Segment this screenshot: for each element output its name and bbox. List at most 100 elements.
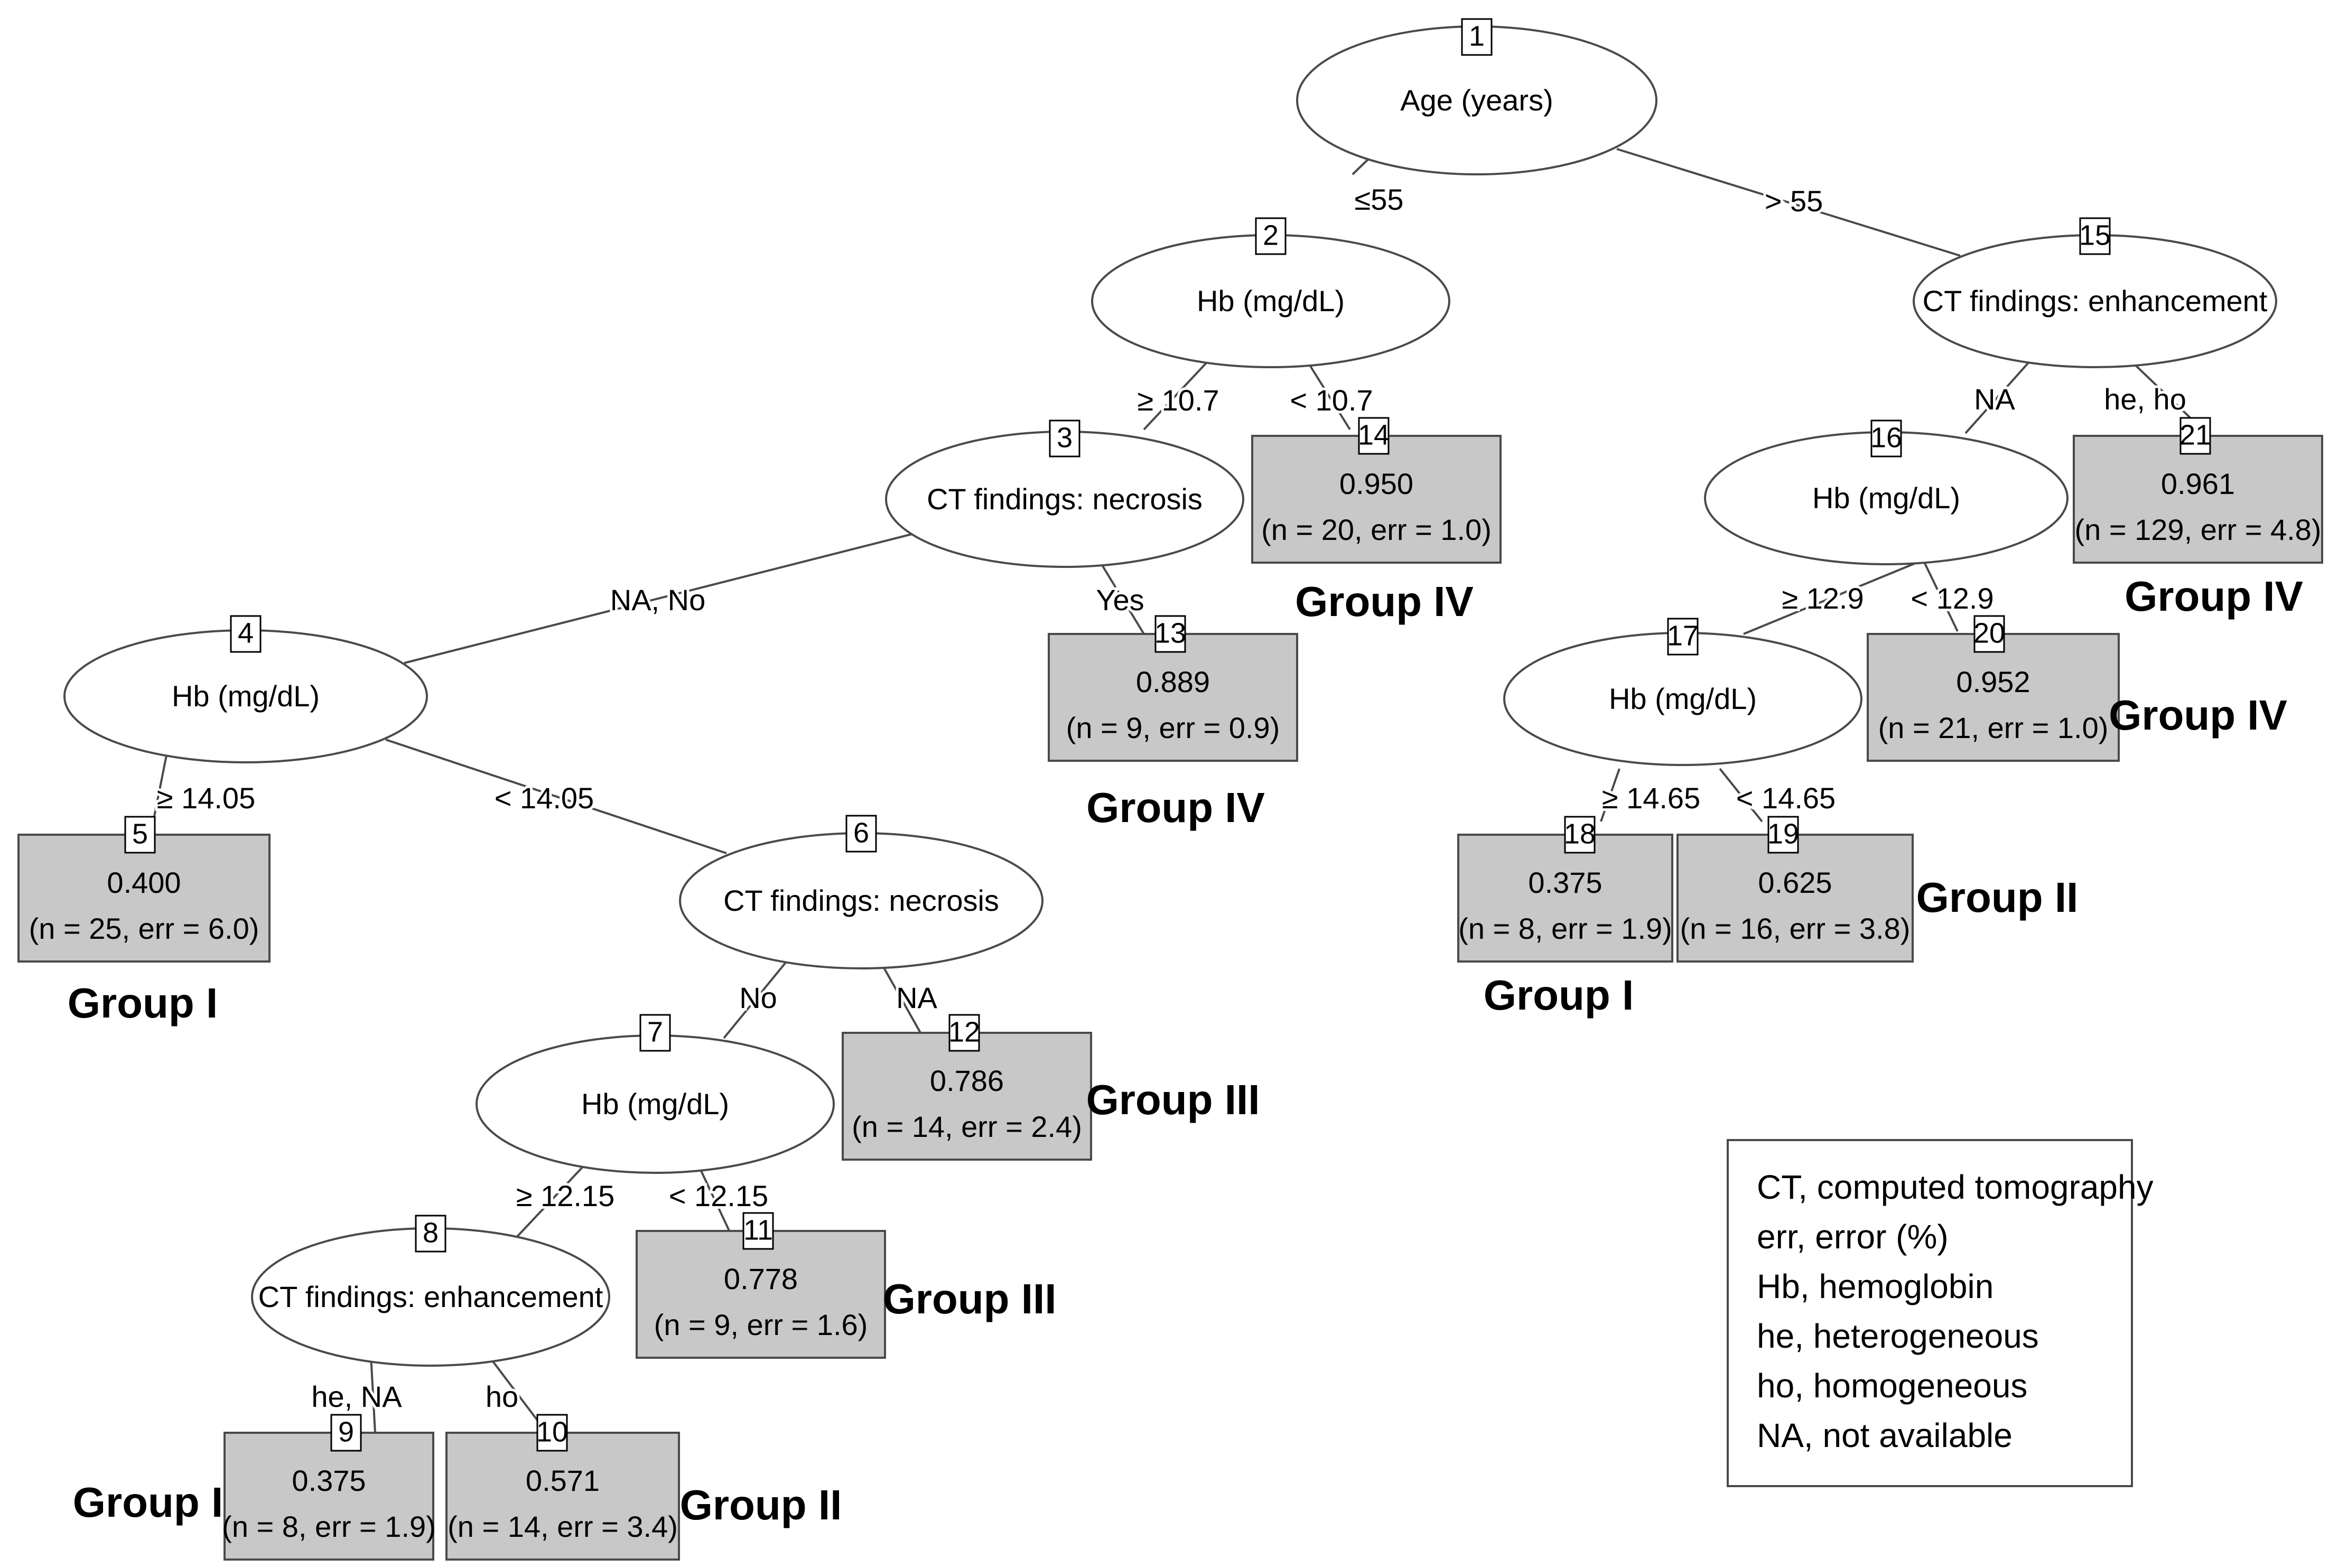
- edge-label-e8-9: he, NA: [311, 1380, 402, 1413]
- leaf-stats: (n = 9, err = 1.6): [654, 1308, 868, 1341]
- group-label: Group III: [1086, 1076, 1260, 1123]
- edge-labels: ≤55 > 55 ≥ 10.7 < 10.7NA, No Yes ≥ 14.05 < 14.…: [154, 180, 2189, 1416]
- edge-line: [385, 739, 727, 854]
- node-id-badge-text: 3: [1057, 422, 1073, 453]
- leaf-value: 0.786: [930, 1064, 1004, 1097]
- edge-label-e6-7: No: [739, 981, 777, 1014]
- edge-line: [1922, 559, 1959, 632]
- edge-label-e2-14: < 10.7: [1290, 384, 1373, 417]
- edge-label-e3-13: Yes: [1096, 583, 1144, 617]
- leaf-value: 0.571: [526, 1464, 600, 1497]
- node-id-badge-text: 2: [1263, 219, 1279, 251]
- node-id-badge: 7: [639, 1014, 671, 1052]
- node-id-badge-text: 16: [1870, 422, 1902, 453]
- node-id-badge: 3: [1049, 419, 1080, 458]
- leaf-id-badge: 19: [1767, 816, 1799, 854]
- node-id-badge-text: 1: [1469, 20, 1485, 52]
- leaf-stats: (n = 14, err = 2.4): [852, 1110, 1082, 1143]
- leaf-value: 0.889: [1136, 665, 1210, 698]
- node-id-badge: 16: [1870, 419, 1902, 458]
- decision-nodes: Age (years) 1 Hb (mg/dL) 2 CT findings: necr…: [63, 18, 2277, 1367]
- legend-entry: NA, not available: [1757, 1416, 2013, 1454]
- group-label: Group I: [1484, 972, 1634, 1019]
- node-label: Hb (mg/dL): [1812, 481, 1960, 515]
- leaf-id-badge-text: 9: [338, 1416, 354, 1448]
- group-label: Group II: [1916, 874, 2079, 921]
- leaf-stats: (n = 129, err = 4.8): [2075, 513, 2322, 546]
- legend-entry: err, error (%): [1757, 1218, 1949, 1256]
- leaf-id-badge-text: 21: [2179, 419, 2211, 451]
- edge-label-e2-3: ≥ 10.7: [1137, 384, 1219, 417]
- leaf-id-badge: 14: [1358, 417, 1390, 455]
- edge-label-e6-12: NA: [896, 981, 937, 1014]
- decision-node-1: Age (years) 1: [1296, 18, 1657, 175]
- edge-label-e1-15: > 55: [1765, 184, 1823, 218]
- node-id-badge-text: 8: [423, 1217, 439, 1248]
- leaf-value: 0.961: [2161, 467, 2235, 500]
- node-label: Hb (mg/dL): [581, 1087, 729, 1121]
- group-label: Group III: [883, 1275, 1057, 1322]
- leaf-id-badge: 11: [742, 1212, 774, 1250]
- node-id-badge-text: 6: [853, 817, 869, 848]
- node-id-badge-text: 15: [2079, 219, 2111, 251]
- node-label: CT findings: necrosis: [723, 884, 999, 917]
- leaf-id-badge-text: 11: [743, 1214, 773, 1246]
- decision-node-4: Hb (mg/dL) 4: [63, 615, 428, 763]
- edge-line: [723, 950, 796, 1039]
- legend-entry: ho, homogeneous: [1757, 1367, 2027, 1405]
- edge-label-e8-10: ho: [486, 1380, 518, 1413]
- leaf-id-badge-text: 18: [1564, 818, 1596, 850]
- node-label: Hb (mg/dL): [1609, 682, 1757, 715]
- node-label: CT findings: enhancement: [1923, 284, 2268, 318]
- node-label: Age (years): [1400, 83, 1553, 117]
- node-id-badge: 8: [415, 1215, 446, 1253]
- leaf-id-badge-text: 14: [1358, 419, 1390, 451]
- leaf-value: 0.375: [292, 1464, 366, 1497]
- leaf-value: 0.400: [107, 866, 181, 899]
- leaf-id-badge-text: 19: [1767, 818, 1799, 850]
- leaf-id-badge: 9: [330, 1414, 362, 1452]
- node-id-badge: 2: [1255, 217, 1287, 255]
- edge-label-e7-11: < 12.15: [669, 1179, 768, 1212]
- leaf-stats: (n = 9, err = 0.9): [1066, 711, 1280, 744]
- leaf-value: 0.778: [724, 1262, 798, 1295]
- leaf-id-badge: 20: [1973, 615, 2005, 653]
- group-label: Group II: [680, 1481, 842, 1528]
- edge-line: [2131, 361, 2196, 424]
- edge-label-e3-4: NA, No: [610, 583, 706, 617]
- edge-line: [1743, 559, 1924, 635]
- leaf-id-badge: 5: [124, 816, 156, 854]
- legend-entry: he, heterogeneous: [1757, 1317, 2039, 1355]
- node-id-badge: 17: [1667, 618, 1699, 656]
- decision-node-16: Hb (mg/dL) 16: [1704, 419, 2069, 565]
- leaf-id-badge: 12: [948, 1014, 980, 1052]
- leaf-stats: (n = 16, err = 3.8): [1680, 912, 1911, 945]
- legend-entry: CT, computed tomography: [1757, 1168, 2154, 1206]
- group-label: Group IV: [2109, 692, 2287, 739]
- edge-label-e16-17: ≥ 12.9: [1782, 582, 1864, 615]
- leaf-id-badge-text: 12: [948, 1016, 980, 1048]
- node-label: Hb (mg/dL): [172, 679, 320, 713]
- leaf-id-badge: 18: [1564, 816, 1596, 854]
- edge-label-e4-5: ≥ 14.05: [157, 781, 255, 815]
- node-id-badge-text: 4: [238, 617, 254, 649]
- leaf-id-badge: 21: [2179, 417, 2211, 455]
- edge-label-e4-6: < 14.05: [495, 781, 594, 815]
- edge-label-e1-2: ≤55: [1354, 183, 1403, 216]
- leaf-id-badge-text: 10: [536, 1416, 568, 1448]
- node-id-badge: 15: [2079, 217, 2111, 255]
- decision-node-7: Hb (mg/dL) 7: [476, 1014, 835, 1174]
- leaf-stats: (n = 8, err = 1.9): [1458, 912, 1672, 945]
